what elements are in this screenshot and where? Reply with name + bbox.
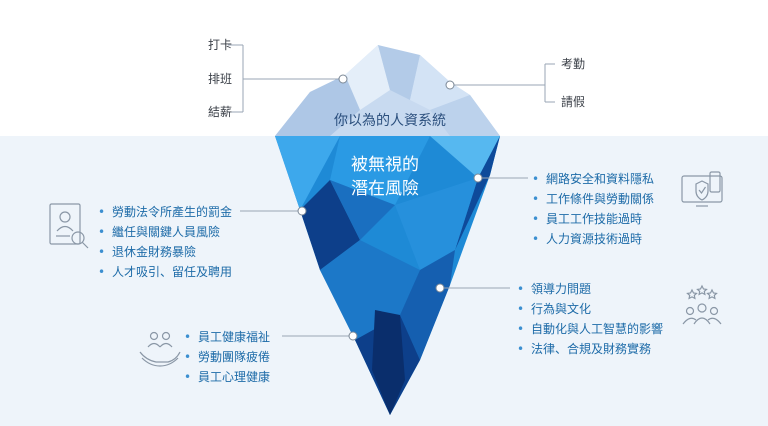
team-stars-icon: [682, 284, 722, 325]
below-water-title-line1: 被無視的: [351, 155, 419, 175]
list-item: 退休金財務暴險: [98, 245, 232, 265]
list-item: 員工心理健康: [184, 370, 270, 390]
list-item: 行為與文化: [517, 302, 663, 322]
label-attendance: 考勤: [561, 57, 586, 71]
below-water-title-line2: 潛在風險: [351, 179, 419, 199]
iceberg-tip: [275, 45, 500, 136]
connector-lines: [228, 44, 555, 337]
risk-group-wellbeing: 員工健康福祉 勞動團隊疲倦 員工心理健康: [184, 330, 270, 390]
list-item: 勞動法令所產生的罰金: [98, 205, 232, 225]
resume-search-icon: [49, 203, 89, 249]
above-water-title: 你以為的人資系統: [334, 113, 446, 129]
list-item: 領導力問題: [517, 282, 663, 302]
risk-group-leadership: 領導力問題 行為與文化 自動化與人工智慧的影響 法律、合規及財務實務: [517, 282, 663, 362]
label-clock-in: 打卡: [208, 38, 233, 52]
label-scheduling: 排班: [208, 72, 233, 86]
risk-group-compliance: 勞動法令所產生的罰金 繼任與關鍵人員風險 退休金財務暴險 人才吸引、留任及聘用: [98, 205, 232, 285]
iceberg-body: [275, 136, 500, 415]
list-item: 法律、合規及財務實務: [517, 342, 663, 362]
list-item: 繼任與關鍵人員風險: [98, 225, 232, 245]
label-leave: 請假: [561, 95, 586, 109]
list-item: 員工健康福祉: [184, 330, 270, 350]
below-water-title: 被無視的 潛在風險: [330, 153, 440, 201]
list-item: 勞動團隊疲倦: [184, 350, 270, 370]
list-item: 網路安全和資料隱私: [532, 172, 654, 192]
list-item: 自動化與人工智慧的影響: [517, 322, 663, 342]
list-item: 人力資源技術過時: [532, 232, 654, 252]
connector-dots: [297, 74, 483, 341]
list-item: 工作條件與勞動關係: [532, 192, 654, 212]
label-payroll: 結薪: [208, 105, 233, 119]
list-item: 人才吸引、留任及聘用: [98, 265, 232, 285]
list-item: 員工工作技能過時: [532, 212, 654, 232]
hands-people-icon: [139, 331, 181, 367]
risk-group-security: 網路安全和資料隱私 工作條件與勞動關係 員工工作技能過時 人力資源技術過時: [532, 172, 654, 252]
shield-check-device-icon: [681, 171, 723, 207]
